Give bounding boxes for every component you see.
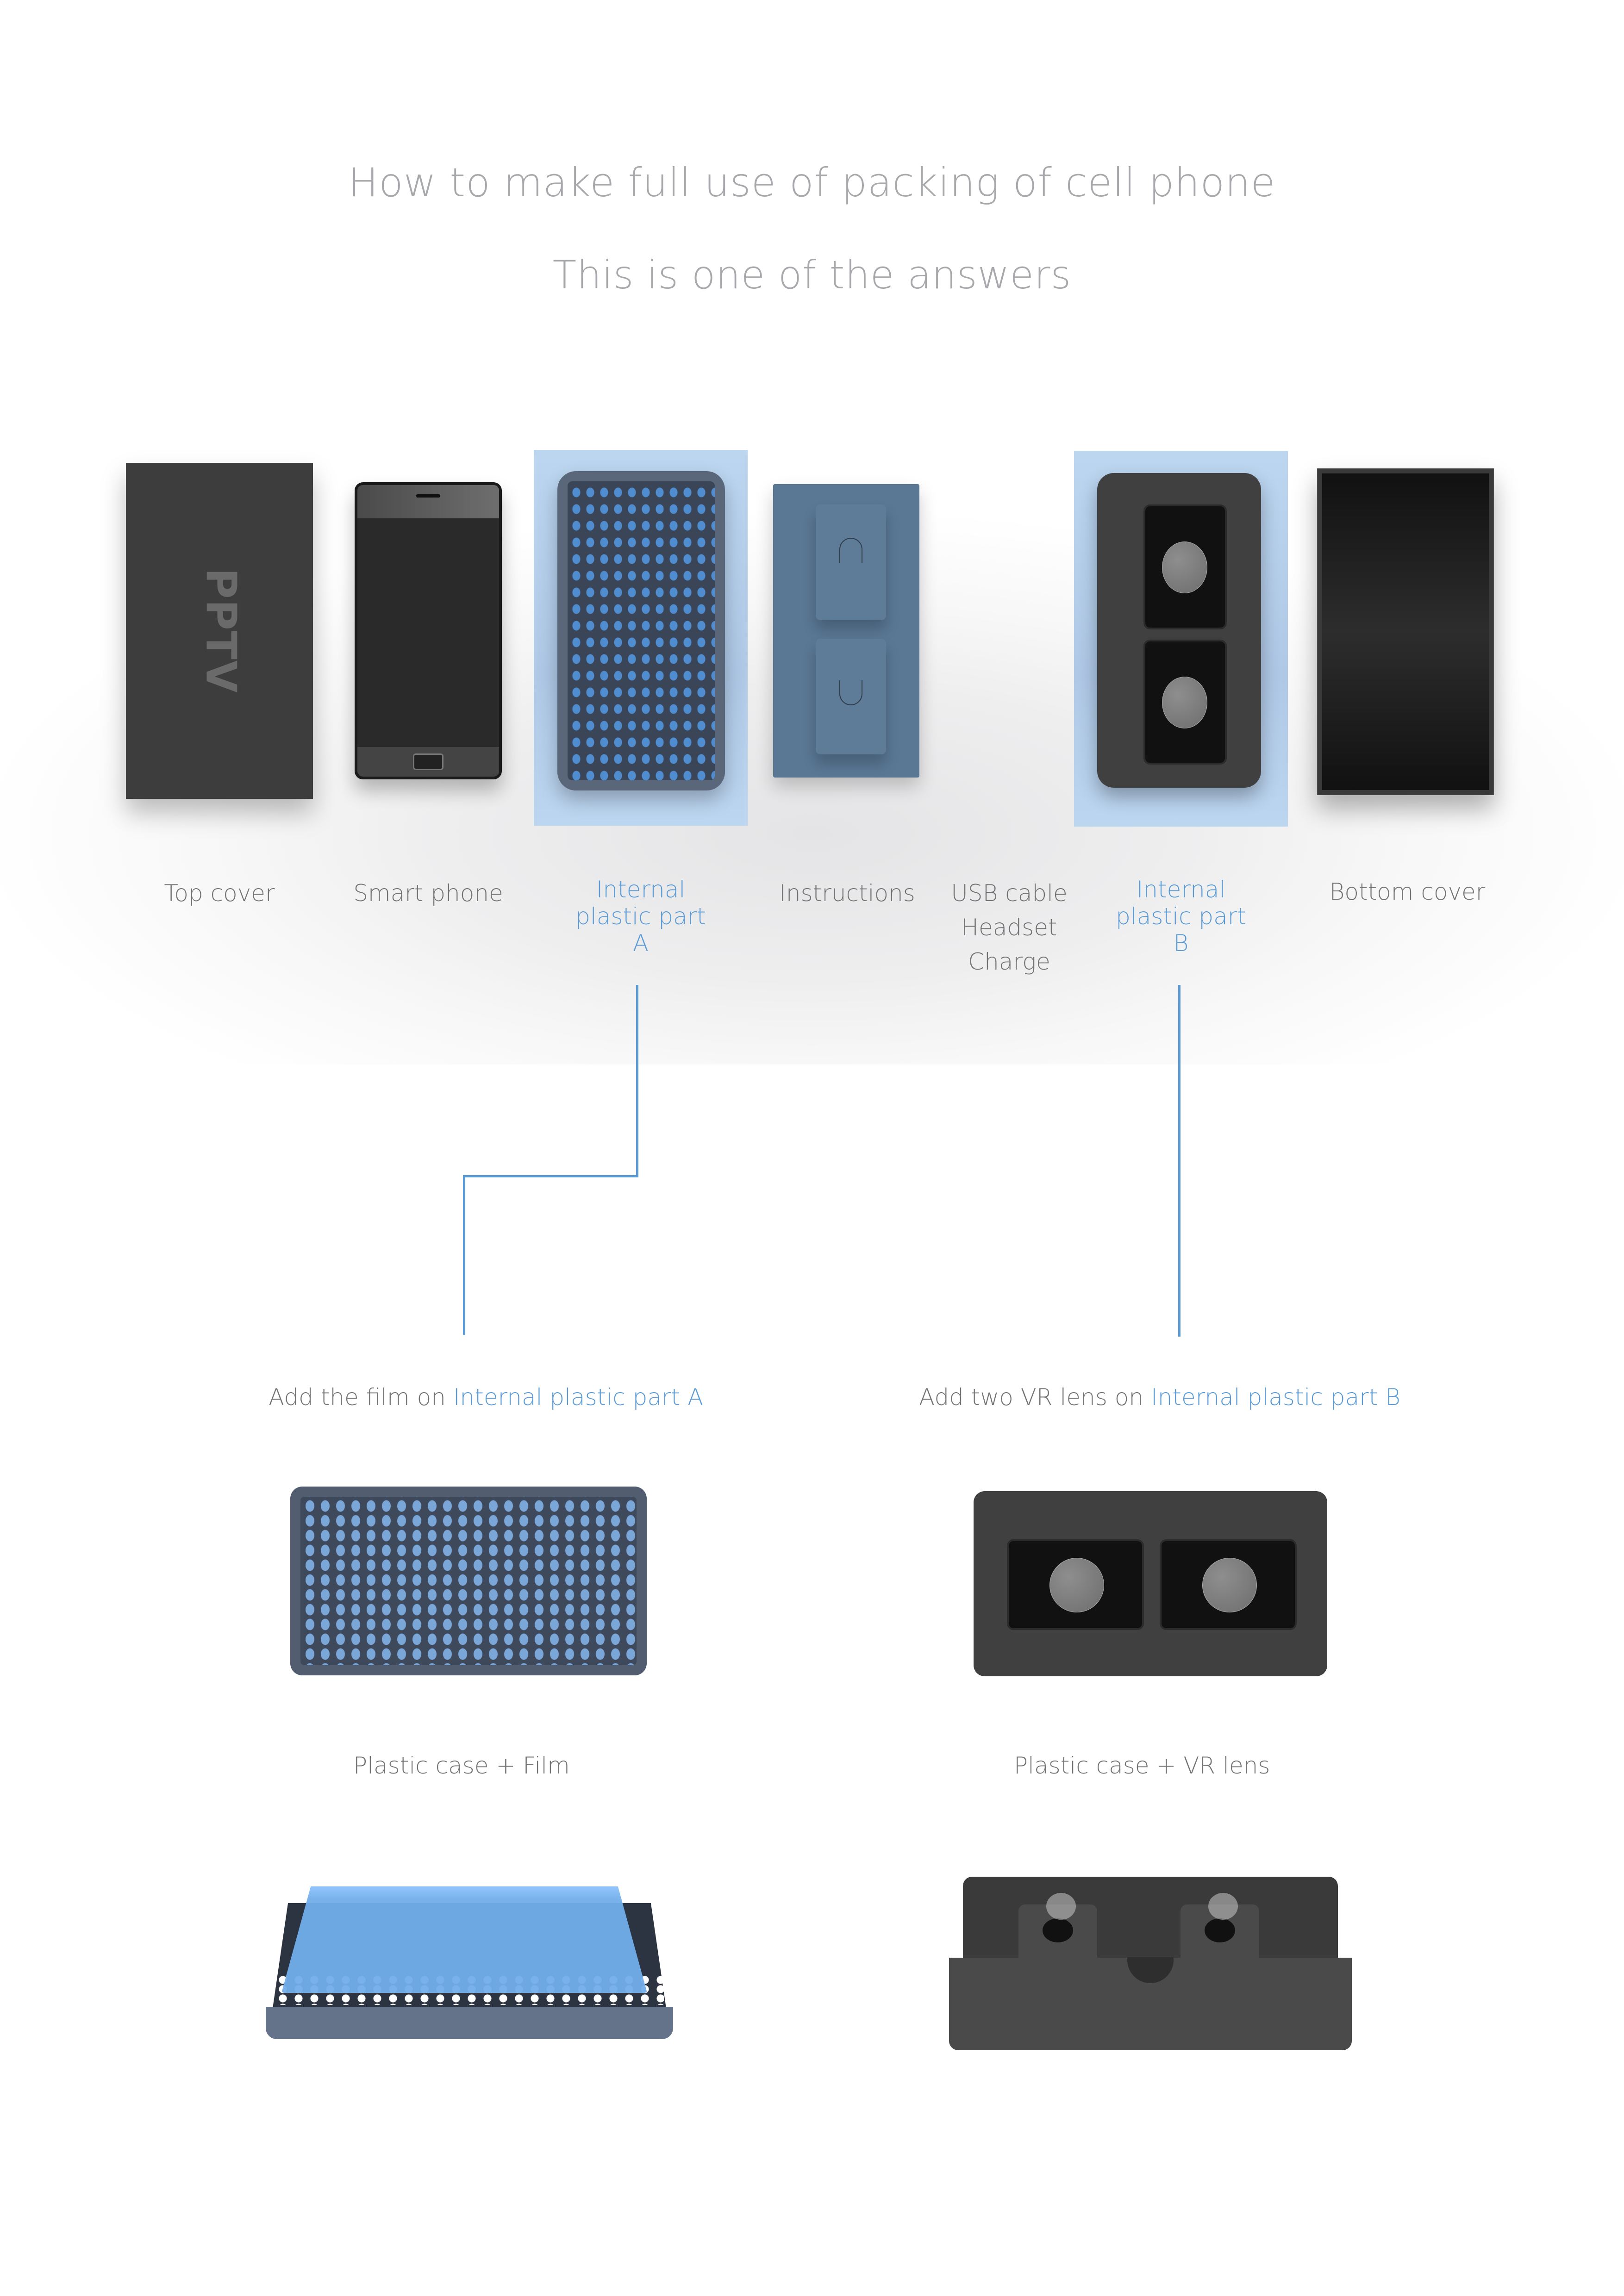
smart-phone-image: [355, 482, 502, 779]
plastic-case-with-film-render: [266, 1886, 673, 2039]
step-a-caption-highlight: Internal plastic part A: [453, 1384, 704, 1411]
label-smart-phone: Smart phone: [353, 880, 503, 907]
cable-arc-icon: [839, 538, 862, 563]
phone-speaker: [416, 494, 440, 498]
vr-lens-icon: [1202, 1558, 1257, 1612]
internal-plastic-part-b-image: [1097, 473, 1261, 788]
lens-cup-top: [1143, 504, 1227, 629]
phone-bottom-bezel: [357, 747, 499, 777]
lens-hole: [1205, 1918, 1235, 1942]
page-subtitle: This is one of the answers: [552, 252, 1072, 298]
lens-icon: [1162, 677, 1207, 728]
phone-top-bezel: [357, 485, 499, 518]
label-internal-plastic-part-a: Internal plastic part A: [575, 876, 706, 957]
phone-home-button: [413, 753, 443, 770]
bottom-cover-interior: [1322, 473, 1489, 790]
lens-cup-left: [1007, 1539, 1144, 1630]
vr-lens-glass-right: [1208, 1893, 1238, 1920]
pptv-logo: PPTV: [196, 568, 245, 694]
label-bottom-cover: Bottom cover: [1329, 878, 1486, 905]
plastic-case-b-flat: [974, 1491, 1327, 1676]
lens-hole: [1043, 1918, 1073, 1942]
case-front-wall: [949, 1957, 1352, 2050]
headset-card: [816, 639, 886, 754]
lens-cup-bottom: [1143, 640, 1227, 765]
label-top-cover: Top cover: [164, 880, 275, 907]
connector-a-horizontal: [463, 1175, 638, 1177]
headset-arc-icon: [839, 680, 862, 705]
lens-cup-right: [1160, 1539, 1297, 1630]
case-notch: [1127, 1957, 1174, 1983]
usb-cable-card: [816, 504, 886, 620]
label-accessories: USB cable Headset Charge: [951, 880, 1068, 975]
label-instructions: Instructions: [779, 880, 915, 907]
connector-a-lower: [463, 1175, 465, 1335]
connector-b: [1178, 985, 1181, 1337]
connector-a-upper: [636, 985, 638, 1177]
step-b-caption-highlight: Internal plastic part B: [1150, 1384, 1400, 1411]
lens-icon: [1162, 541, 1207, 593]
plastic-case-with-vr-lens-render: [949, 1877, 1352, 2050]
internal-plastic-part-a-image: [557, 471, 725, 790]
step-a-caption: Add the film on Internal plastic part A: [269, 1384, 704, 1411]
top-cover-image: PPTV: [126, 463, 313, 799]
step-b-caption: Add two VR lens on Internal plastic part…: [919, 1384, 1400, 1411]
label-internal-plastic-part-b: Internal plastic part B: [1116, 876, 1246, 957]
vr-lens-icon: [1049, 1558, 1104, 1612]
perforated-grid-with-film: [300, 1497, 637, 1665]
plastic-case-a-flat: [290, 1487, 647, 1675]
blue-film: [281, 1886, 647, 1993]
bottom-cover-image: [1317, 468, 1494, 795]
result-label-a: Plastic case + Film: [353, 1752, 570, 1779]
page-title: How to make full use of packing of cell …: [348, 160, 1276, 206]
result-label-b: Plastic case + VR lens: [1014, 1752, 1270, 1779]
vr-lens-glass-left: [1046, 1893, 1076, 1920]
case-front: [266, 2007, 673, 2039]
perforated-grid: [568, 481, 715, 780]
